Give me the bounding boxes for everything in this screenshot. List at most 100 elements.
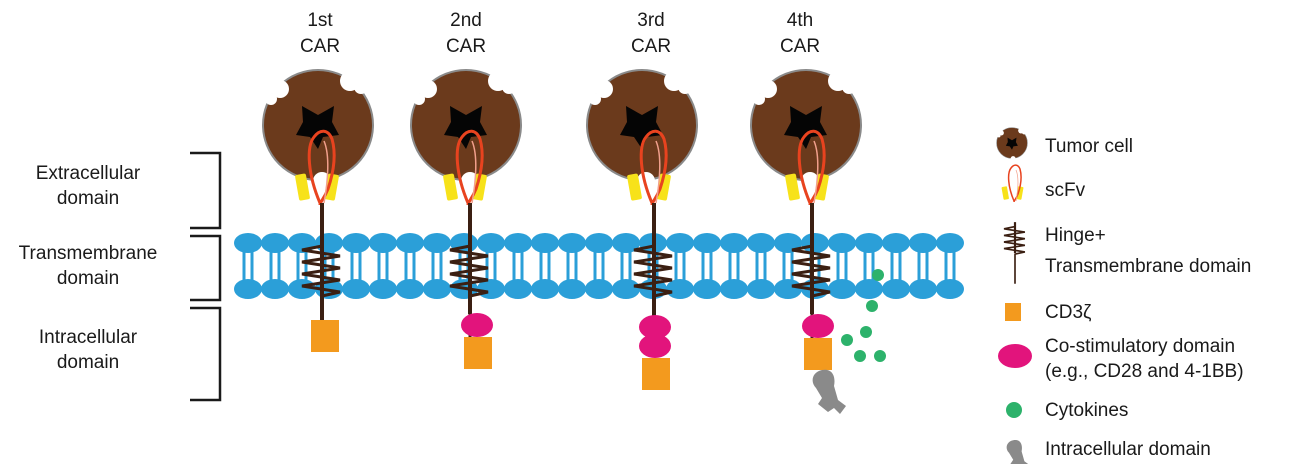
intracellular-domain-icon [812,369,846,414]
legend-cd3z-label: CD3ζ [1045,302,1092,323]
lipid-head [234,279,262,299]
costim-domain [639,334,671,358]
lipid-head [747,279,775,299]
extracellular-label-line2: domain [57,188,119,209]
lipid-head [612,233,640,253]
legend-scfv-icon [1000,164,1025,203]
transmembrane-label-line1: Transmembrane [19,243,158,264]
lipid-head [369,279,397,299]
lipid-head [882,233,910,253]
lipid-head [666,279,694,299]
lipid-head [531,233,559,253]
lipid-head [585,233,613,253]
intracellular-label-line1: Intracellular [39,327,138,348]
cd3z-box [804,338,832,370]
legend-hinge-label-line2: Transmembrane domain [1045,256,1251,277]
lipid-head [477,233,505,253]
car-2nd: 2nd CAR [410,10,522,369]
extracellular-bracket [190,151,222,230]
cd3z-box [642,358,670,390]
cell-membrane [234,233,964,299]
lipid-head [828,279,856,299]
lipid-head [531,279,559,299]
car-4th: 4th CAR [750,10,886,414]
lipid-head [855,279,883,299]
cd3z-box [311,320,339,352]
lipid-head [612,279,640,299]
cytokine-dot [866,300,878,312]
cd3z-box [464,337,492,369]
costim-domain [802,314,834,338]
lipid-head [855,233,883,253]
cytokine-dot [841,334,853,346]
car-2nd-label-line2: CAR [446,36,486,57]
lipid-head [504,279,532,299]
lipid-head [774,279,802,299]
car-1st-label-line2: CAR [300,36,340,57]
lipid-head [315,233,343,253]
lipid-head [342,233,370,253]
car-4th-label-line2: CAR [780,36,820,57]
lipid-head [369,233,397,253]
legend-cytokine-icon [1006,402,1022,418]
lipid-head [666,233,694,253]
extracellular-label-line1: Extracellular [36,163,141,184]
lipid-head [801,233,829,253]
lipid-head [828,233,856,253]
car-1st: 1st CAR [262,10,374,352]
cytokine-dot [872,269,884,281]
cytokine-cluster [841,269,886,362]
car-2nd-label-line1: 2nd [450,10,482,31]
car-3rd-label-line2: CAR [631,36,671,57]
lipid-head [936,233,964,253]
lipid-head [693,279,721,299]
car-1st-label-line1: 1st [307,10,333,31]
lipid-head [396,233,424,253]
car-3rd-label-line1: 3rd [637,10,664,31]
legend-costim-label-line2: (e.g., CD28 and 4-1BB) [1045,361,1244,382]
legend-intracellular-icon [1006,439,1030,464]
lipid-head [720,233,748,253]
legend-hinge-icon [1002,221,1027,285]
legend-costim-icon [998,344,1032,368]
lipid-head [342,279,370,299]
lipid-head [504,233,532,253]
cytokine-dot [860,326,872,338]
legend-cytokines-label: Cytokines [1045,400,1128,421]
legend-cd3z-icon [1005,303,1021,321]
transmembrane-bracket [190,234,222,302]
lipid-head [909,233,937,253]
lipid-head [396,279,424,299]
legend-tumor-cell-label: Tumor cell [1045,136,1133,157]
lipid-head [261,279,289,299]
lipid-head [423,233,451,253]
lipid-head [720,279,748,299]
lipid-head [585,279,613,299]
lipid-head [261,233,289,253]
car-4th-label-line1: 4th [787,10,813,31]
tumor-cell-icon [750,69,862,191]
lipid-head [423,279,451,299]
lipid-head [234,233,262,253]
intracellular-bracket [190,306,222,402]
lipid-head [693,233,721,253]
costim-domain [461,313,493,337]
legend-intracellular-label: Intracellular domain [1045,439,1211,460]
car-3rd: 3rd CAR [586,10,698,390]
legend-tumor-cell-icon [996,127,1028,162]
costim-domain [639,315,671,339]
lipid-head [558,233,586,253]
lipid-head [747,233,775,253]
transmembrane-label-line2: domain [57,268,119,289]
tumor-cell-icon [410,69,522,191]
lipid-head [936,279,964,299]
lipid-head [558,279,586,299]
legend-costim-label-line1: Co-stimulatory domain [1045,336,1235,357]
cytokine-dot [874,350,886,362]
intracellular-label-line2: domain [57,352,119,373]
lipid-head [882,279,910,299]
legend-hinge-label-line1: Hinge+ [1045,225,1106,246]
legend-scfv-label: scFv [1045,180,1086,201]
lipid-head [909,279,937,299]
